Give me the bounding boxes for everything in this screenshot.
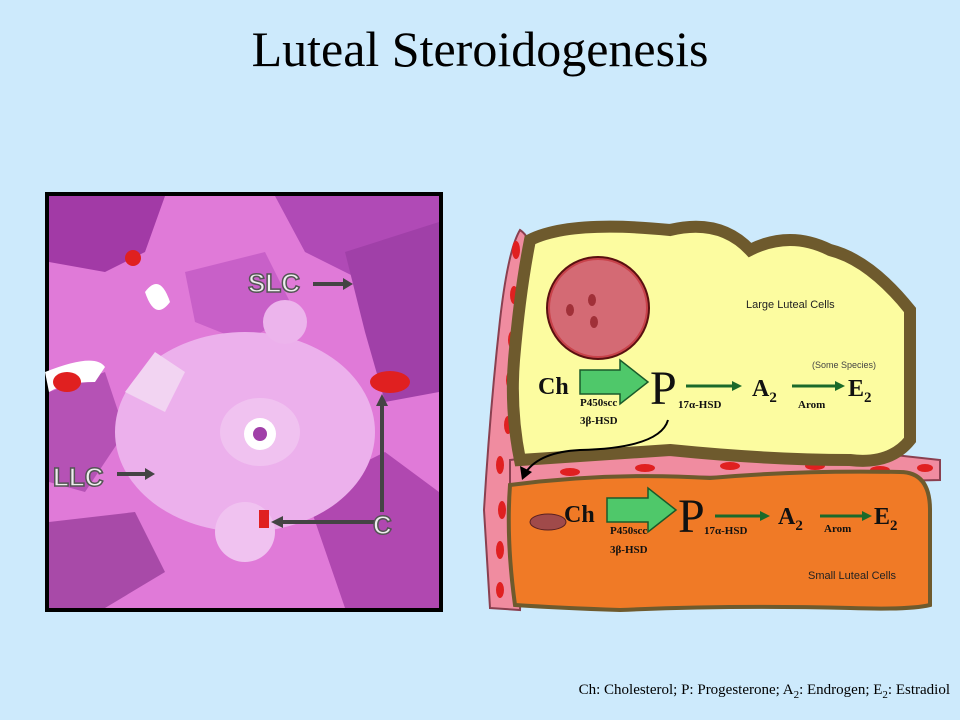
large-p: P <box>650 362 677 415</box>
large-cells-label: Large Luteal Cells <box>746 299 835 311</box>
small-a: A2 <box>778 504 803 534</box>
label-c: C <box>373 510 392 540</box>
small-enzyme2: 17α-HSD <box>704 525 747 537</box>
small-luteal-cell <box>506 469 932 613</box>
slide-title: Luteal Steroidogenesis <box>251 21 709 77</box>
micrograph-image: SLC LLC C <box>45 192 443 612</box>
large-enzyme3: Arom <box>798 399 825 411</box>
arrow-ch-p-small <box>606 486 678 534</box>
small-p: P <box>678 490 705 543</box>
some-species-label: (Some Species) <box>812 360 876 370</box>
large-e: E2 <box>848 376 872 406</box>
label-llc: LLC <box>53 462 104 492</box>
small-enzyme1-line1: P450scc <box>610 525 647 537</box>
steroidogenesis-diagram: Large Luteal Cells (Some Species) Ch P P… <box>482 220 941 613</box>
abbreviation-legend: Ch: Cholesterol; P: Progesterone; A2: En… <box>578 682 950 701</box>
large-enzyme1-line2: 3β-HSD <box>580 415 618 427</box>
large-ch: Ch <box>538 374 569 400</box>
label-slc: SLC <box>248 268 300 298</box>
small-cells-label: Small Luteal Cells <box>808 570 897 582</box>
small-enzyme1-line2: 3β-HSD <box>610 544 648 556</box>
small-enzyme3: Arom <box>824 523 851 535</box>
large-enzyme1-line1: P450scc <box>580 397 617 409</box>
large-enzyme2: 17α-HSD <box>678 399 721 411</box>
nucleus-small <box>529 513 567 531</box>
large-a: A2 <box>752 376 777 406</box>
small-e: E2 <box>874 504 898 534</box>
arrow-ch-p-large <box>579 358 650 406</box>
small-ch: Ch <box>564 502 595 528</box>
